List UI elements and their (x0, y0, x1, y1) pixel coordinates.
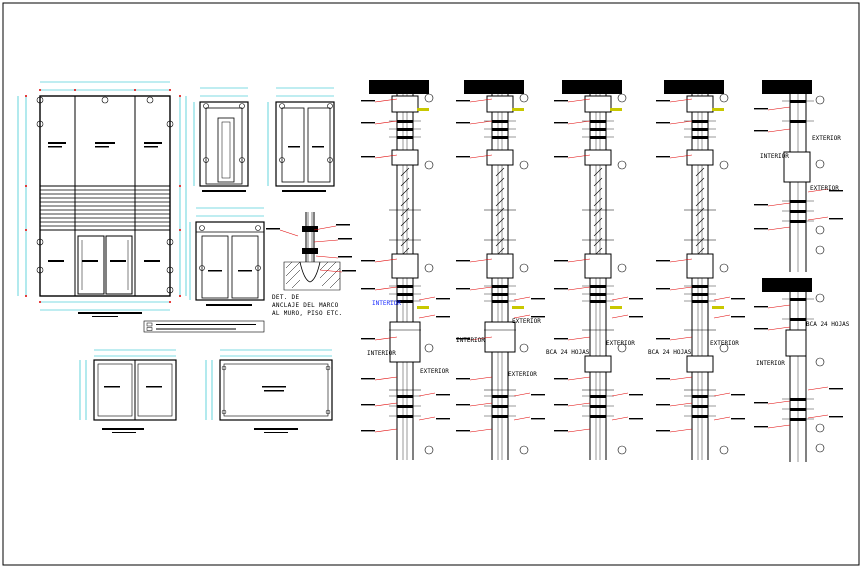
section-block (785, 329, 807, 357)
anchor-detail: DET. DE ANCLAJE DEL MARCO AL MURO, PISO … (266, 212, 356, 317)
section-marker (719, 93, 729, 103)
section-block (391, 149, 419, 166)
section-column-1 (361, 80, 450, 460)
section-head (762, 278, 812, 292)
section-marker (815, 159, 825, 169)
elevation-door-b (267, 87, 335, 192)
col5-exterior-label: EXTERIOR (812, 135, 841, 142)
col5-interior-label-2: INTERIOR (756, 360, 785, 367)
section-block (584, 355, 612, 373)
section-head (369, 80, 429, 94)
col2-exterior-label: EXTERIOR (512, 318, 541, 325)
col5-exterior-label-2: EXTERIOR (810, 185, 839, 192)
detail-title-line2: ANCLAJE DEL MARCO (272, 302, 339, 309)
section-block (584, 253, 612, 279)
detail-title-line1: DET. DE (272, 294, 299, 301)
section-columns (361, 80, 843, 462)
section-marker (719, 445, 729, 455)
section-marker (424, 445, 434, 455)
section-block (686, 149, 714, 166)
section-block (389, 321, 421, 363)
section-block (686, 253, 714, 279)
section-block (584, 149, 612, 166)
detail-title-line3: AL MURO, PISO ETC. (272, 310, 342, 317)
section-marker (424, 160, 434, 170)
section-head (762, 80, 812, 94)
elevation-bottom-a (79, 349, 177, 433)
col4-exterior-label: EXTERIOR (710, 340, 739, 347)
section-head (664, 80, 724, 94)
legend-box (143, 320, 265, 333)
section-block (486, 149, 514, 166)
elevation-large-window (17, 81, 187, 317)
section-block (783, 151, 811, 183)
section-block (486, 95, 514, 113)
section-marker (424, 93, 434, 103)
section-marker (617, 445, 627, 455)
section-marker (719, 263, 729, 273)
col3-note-label: BCA 24 HOJAS (546, 349, 590, 356)
elevation-door-a (193, 87, 249, 192)
section-marker (815, 225, 825, 235)
col1-interior-label: INTERIOR (372, 300, 401, 307)
section-marker (424, 343, 434, 353)
section-column-5 (754, 80, 843, 462)
section-marker (815, 357, 825, 367)
col5-interior-label: INTERIOR (760, 153, 789, 160)
section-marker (617, 160, 627, 170)
section-marker (719, 160, 729, 170)
section-block (686, 355, 714, 373)
section-marker (617, 93, 627, 103)
col2-interior-label: INTERIOR (456, 337, 485, 344)
col3-exterior-label: EXTERIOR (606, 340, 635, 347)
elevation-bottom-b (205, 349, 333, 433)
section-marker (815, 293, 825, 303)
section-head (464, 80, 524, 94)
section-column-2 (456, 80, 545, 460)
section-column-4 (656, 80, 745, 460)
section-marker (519, 160, 529, 170)
section-marker (815, 443, 825, 453)
section-column-3 (554, 80, 643, 460)
section-marker (815, 423, 825, 433)
col4-note-label: BCA 24 HOJAS (648, 349, 692, 356)
section-marker (815, 245, 825, 255)
section-marker (519, 263, 529, 273)
section-block (486, 253, 514, 279)
section-marker (617, 263, 627, 273)
section-marker (617, 343, 627, 353)
section-marker (519, 93, 529, 103)
section-head (562, 80, 622, 94)
col5-note-label: BCA 24 HOJAS (806, 321, 850, 328)
section-block (484, 321, 516, 353)
section-marker (424, 263, 434, 273)
section-block (391, 253, 419, 279)
section-marker (519, 445, 529, 455)
section-block (686, 95, 714, 113)
section-marker (519, 343, 529, 353)
section-block (391, 95, 419, 113)
col1-interior-label-2: INTERIOR (367, 350, 396, 357)
col1-exterior-label: EXTERIOR (420, 368, 449, 375)
section-block (584, 95, 612, 113)
section-marker (815, 95, 825, 105)
section-marker (719, 343, 729, 353)
elevation-door-c (189, 207, 265, 306)
col2-exterior-label-2: EXTERIOR (508, 371, 537, 378)
